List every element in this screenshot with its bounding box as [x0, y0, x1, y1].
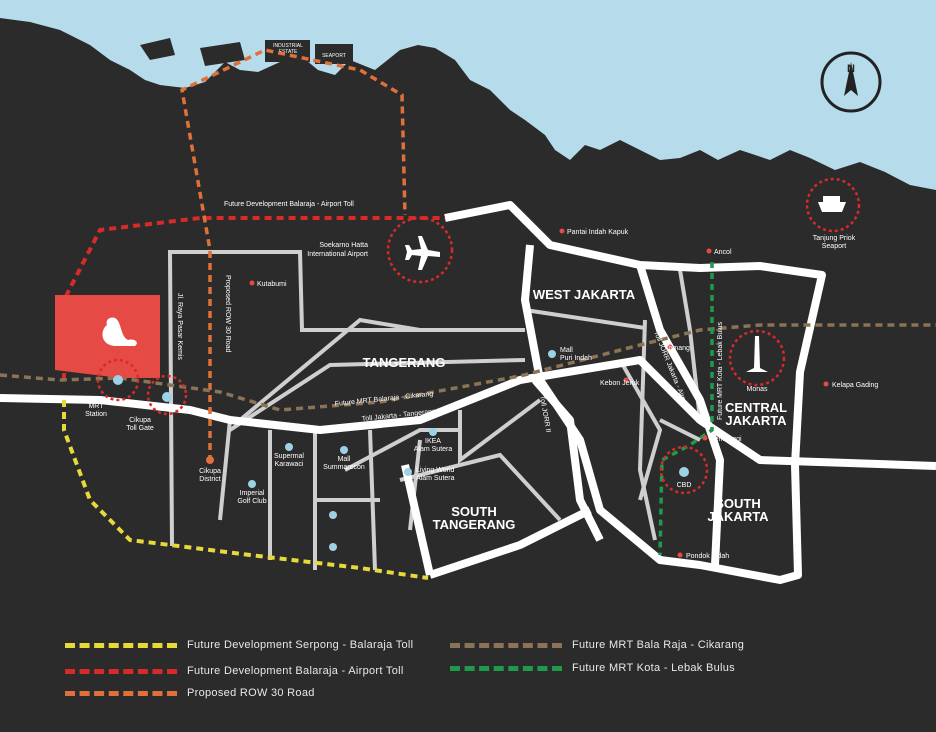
mall-summarecon-label: Summarecon: [323, 464, 365, 471]
living-world-label: Living World: [416, 467, 454, 474]
legend-label: Proposed ROW 30 Road: [187, 687, 315, 699]
legend-item-proposed-row: Proposed ROW 30 Road: [65, 687, 315, 699]
ikea-label: Alam Sutera: [414, 446, 453, 453]
legend-item-mrt-balaraja-cikarang: Future MRT Bala Raja - Cikarang: [450, 639, 744, 651]
seaport-marker: [805, 177, 861, 233]
living-world-label: Alam Sutera: [416, 475, 455, 482]
monas-icon: [746, 336, 768, 372]
pantai-indah-kapuk-label: Pantai Indah Kapuk: [567, 229, 629, 236]
legend-item-mrt-kota-lebak-bulus: Future MRT Kota - Lebak Bulus: [450, 662, 735, 674]
airplane-icon: [405, 236, 440, 270]
toll-gate-icon: [162, 392, 172, 402]
imperial-golf-label: Imperial: [240, 490, 265, 497]
legend-item-balaraja-airport: Future Development Balaraja - Airport To…: [65, 665, 404, 677]
mrt-kota-lebak-bulus-route: [658, 262, 714, 556]
legend-swatch-green: [450, 665, 562, 671]
seaport-block: [315, 44, 353, 64]
serpong-balaraja-toll-route: [62, 400, 429, 580]
mrt-station-label: Station: [85, 411, 107, 418]
mall-puri-label: Puri Indah: [560, 355, 592, 362]
pasar-kemis-label: Jl. Raya Pasar Kemis: [176, 293, 183, 360]
cikupa-district-label: Cikupa: [199, 468, 221, 475]
proposed-row-label: Proposed ROW 30 Road: [224, 275, 231, 353]
industrial-estate-label: ESTATE: [279, 49, 298, 55]
cbd-marker: [659, 445, 709, 495]
legend-item-serpong-balaraja: Future Development Serpong - Balaraja To…: [65, 639, 413, 651]
pondok-indah-label: Pondok Indah: [686, 553, 729, 560]
mrt-station-marker: [96, 358, 140, 402]
industrial-estate-block: [265, 40, 310, 62]
south-jakarta-label: JAKARTA: [707, 509, 769, 524]
kebon-jeruk-label: Kebon Jeruk: [600, 380, 640, 387]
tanjung-priok-label: Tanjung Priok: [813, 235, 856, 242]
development-site: [55, 295, 160, 378]
main-roads: [0, 201, 936, 584]
imperial-golf-label: Golf Club: [237, 498, 266, 505]
south-tangerang-label: TANGERANG: [433, 517, 516, 532]
legend-label: Future Development Serpong - Balaraja To…: [187, 639, 414, 651]
cikupa-toll-label: Cikupa: [129, 417, 151, 424]
tomang-label: Tomang: [665, 345, 690, 352]
kelapa-gading-label: Kelapa Gading: [832, 382, 878, 389]
central-jakarta-label: JAKARTA: [725, 413, 787, 428]
cikupa-district-label: District: [199, 476, 220, 483]
cbd-icon: [679, 467, 689, 477]
industrial-estate-label: INDUSTRIAL: [273, 43, 303, 49]
south-jakarta-label: SOUTH: [715, 496, 761, 511]
cikupa-toll-label: Toll Gate: [126, 425, 154, 432]
airport-label: Soekarno Hatta: [319, 242, 368, 249]
supermal-label: Supermal: [274, 453, 304, 460]
svg-text:N: N: [847, 63, 855, 75]
swan-logo-icon: [102, 317, 137, 346]
mrt-station-label: MRT: [88, 403, 104, 410]
kutabumi-label: Kutabumi: [257, 281, 287, 288]
monas-label: Monas: [746, 386, 768, 393]
ancol-label: Ancol: [714, 249, 732, 256]
mall-summarecon-label: Mall: [338, 456, 351, 463]
seaport-label: SEAPORT: [322, 53, 346, 59]
supermal-label: Karawaci: [275, 461, 304, 468]
legend-swatch-brown: [450, 642, 562, 648]
island: [140, 38, 175, 60]
map-legend: Future Development Serpong - Balaraja To…: [0, 628, 936, 732]
proposed-row-road-route: [180, 48, 407, 462]
south-tangerang-label: SOUTH: [451, 504, 497, 519]
semanggi-label: Semanggi: [710, 436, 742, 443]
train-icon: [113, 375, 123, 385]
mall-icons: [248, 350, 556, 551]
legend-label: Future MRT Bala Raja - Cikarang: [572, 639, 745, 651]
ikea-label: IKEA: [425, 438, 441, 445]
tanjung-priok-label: Seaport: [822, 243, 847, 250]
legend-swatch-yellow: [65, 642, 177, 648]
island: [200, 42, 245, 66]
future-mrt-kota-label: Future MRT Kota - Lebak Bulus: [717, 321, 724, 420]
mrt-balaraja-cikarang-route: [0, 323, 936, 412]
west-jakarta-label: WEST JAKARTA: [533, 287, 636, 302]
cikupa-district-dot: [206, 456, 214, 464]
legend-swatch-red: [65, 668, 177, 674]
tangerang-label: TANGERANG: [363, 355, 446, 370]
poi-dots: [249, 228, 829, 558]
cbd-label: CBD: [677, 482, 692, 489]
monas-marker: [728, 329, 786, 387]
legend-swatch-orange: [65, 690, 177, 696]
legend-label: Future Development Balaraja - Airport To…: [187, 665, 404, 677]
north-compass-icon: N: [820, 51, 882, 113]
legend-label: Future MRT Kota - Lebak Bulus: [572, 662, 735, 674]
mall-puri-label: Mall: [560, 347, 573, 354]
toll-gate-marker: [146, 374, 188, 416]
airport-label: International Airport: [307, 251, 368, 258]
central-jakarta-label: CENTRAL: [725, 400, 787, 415]
airport-marker: [386, 216, 454, 284]
ship-icon: [818, 196, 846, 212]
airport-toll-label: Future Development Balaraja - Airport To…: [224, 201, 354, 208]
